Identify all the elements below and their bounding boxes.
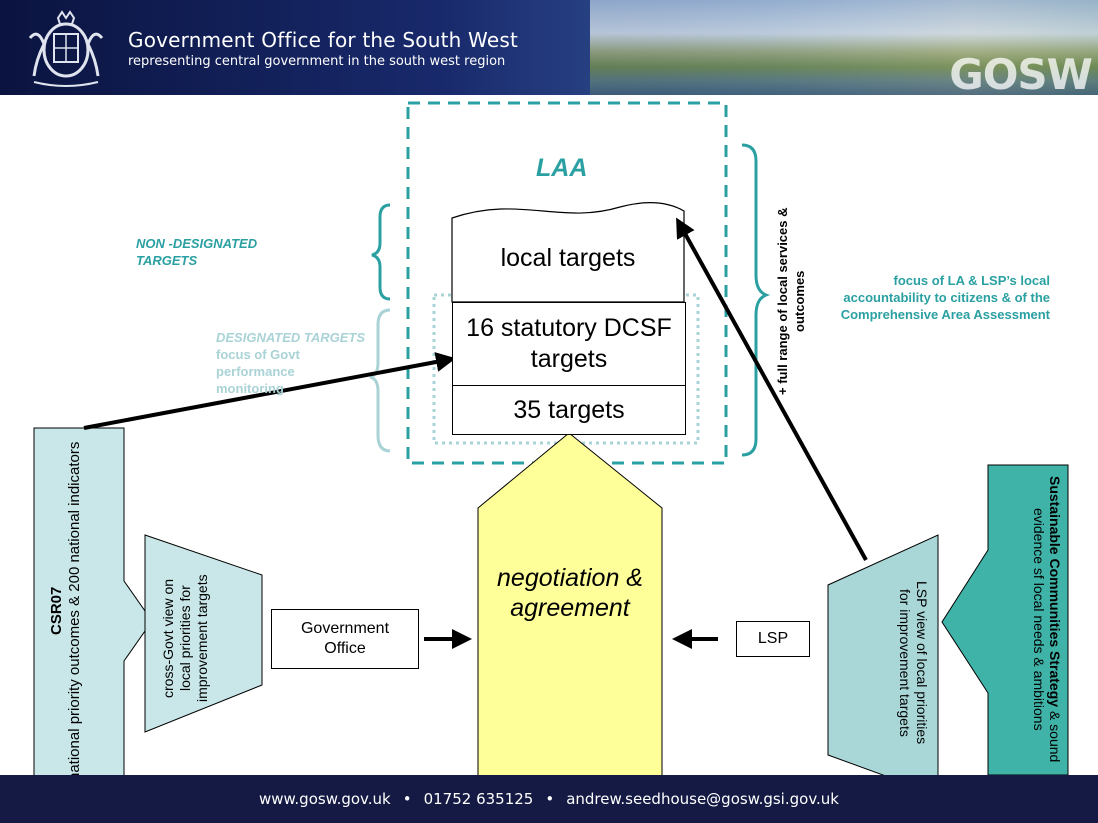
footer-phone: 01752 635125 [423, 790, 534, 808]
negotiation-shape [477, 432, 663, 775]
lsp-box: LSP [736, 621, 810, 657]
scs-arrow-shape [941, 464, 1069, 775]
full-range-brace [741, 143, 771, 457]
government-office-label: Government Office [300, 620, 390, 657]
header-banner: Government Office for the South West rep… [0, 0, 1098, 99]
org-subtitle: representing central government in the s… [128, 54, 506, 69]
footer-separator: • [402, 790, 412, 808]
targets-35-label: 35 targets [513, 395, 625, 424]
csr07-arrow-shape [33, 427, 153, 775]
org-title: Government Office for the South West [128, 28, 519, 52]
full-range-label: + full range of local services & outcome… [775, 207, 807, 395]
scs-title: Sustainable Communities Strategy [1047, 475, 1063, 707]
footer-website[interactable]: www.gosw.gov.uk [258, 790, 391, 808]
footer-email[interactable]: andrew.seedhouse@gosw.gsi.gov.uk [566, 790, 839, 808]
laa-title: LAA [536, 154, 588, 182]
designated-sub-label: focus of Govt performance monitoring [216, 347, 300, 396]
scs-body: & sound evidence sf local needs & ambiti… [1031, 507, 1063, 763]
government-office-box: Government Office [271, 609, 419, 669]
laa-diagram: LAA local targets 16 statutory DCSF targ… [0, 95, 1098, 781]
cross-govt-text: cross-Govt view on local priorities for … [160, 574, 210, 702]
lsp-to-local-targets-arrow [676, 217, 868, 561]
designated-brace [369, 308, 391, 453]
non-designated-brace [371, 203, 391, 301]
lsp-view-trapezoid [827, 534, 939, 775]
statutory-targets-box: 16 statutory DCSF targets [452, 302, 686, 386]
csr07-text: CSR07 national priority outcomes & 200 n… [48, 435, 108, 787]
local-targets-box [451, 202, 685, 303]
lsp-label: LSP [757, 630, 789, 647]
gosw-logo-text: GOSW [949, 50, 1093, 99]
targets-35-box: 35 targets [452, 385, 686, 435]
scs-text: Sustainable Communities Strategy & sound… [995, 469, 1063, 769]
lsp-view-text: LSP view of local priorities for improve… [897, 581, 930, 745]
negotiation-label: negotiation & agreement [497, 564, 643, 622]
royal-crest-icon [28, 10, 104, 87]
coastline-photo [590, 0, 1098, 95]
statutory-targets-label: 16 statutory DCSF targets [466, 314, 672, 373]
diagram-shapes [33, 101, 1069, 775]
non-designated-label: NON -DESIGNATED TARGETS [136, 236, 258, 268]
designated-label: DESIGNATED TARGETS [216, 330, 366, 345]
footer-separator: • [545, 790, 555, 808]
csr07-body: national priority outcomes & 200 nationa… [66, 441, 83, 781]
local-targets-label: local targets [500, 244, 636, 272]
focus-la-label: focus of LA & LSP’s local accountability… [840, 273, 1050, 322]
csr07-to-statutory-arrow [83, 352, 456, 430]
csr07-title: CSR07 [48, 586, 65, 636]
cross-govt-trapezoid [144, 534, 263, 733]
designated-dotted-frame [432, 293, 700, 445]
footer-bar: www.gosw.gov.uk • 01752 635125 • andrew.… [0, 775, 1098, 823]
